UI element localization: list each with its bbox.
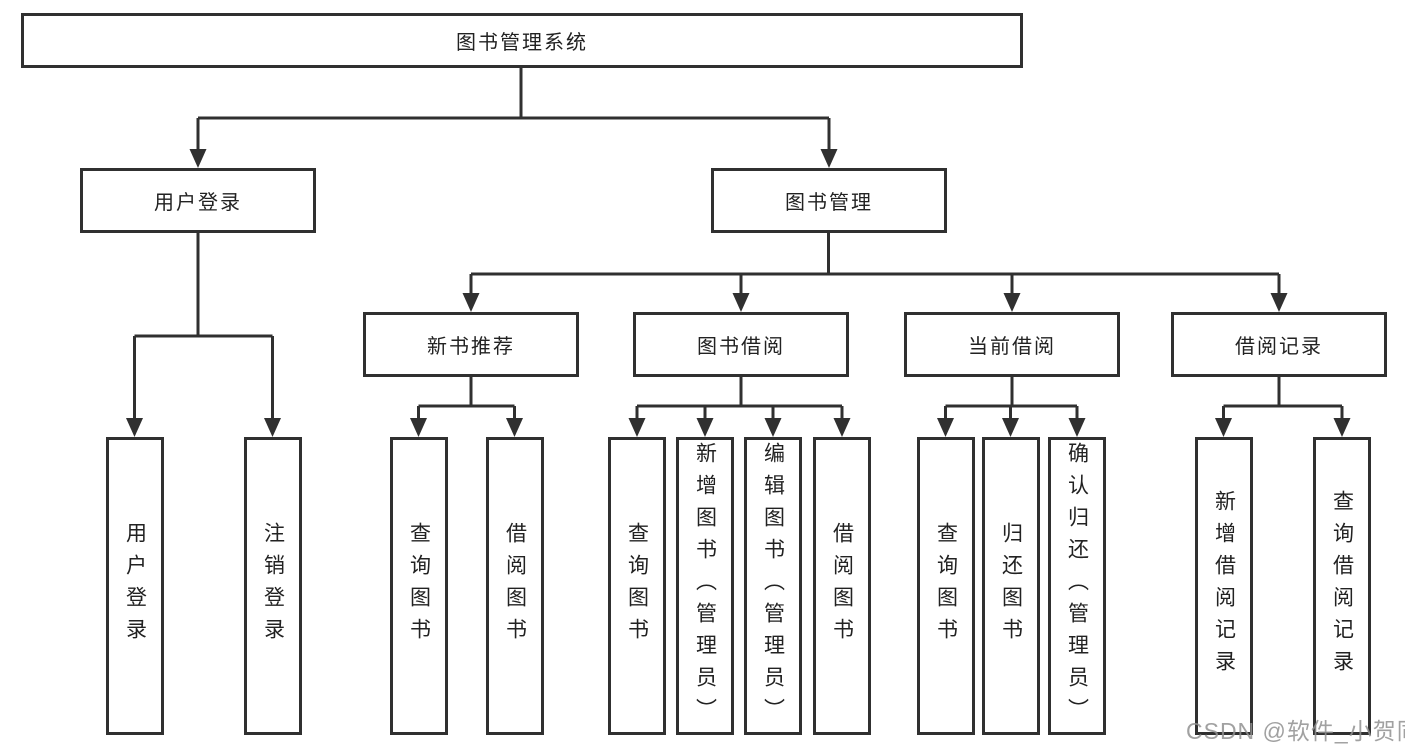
leaf-search-books-current: 查询图书 (917, 437, 975, 735)
leaf-label: 借阅图书 (503, 522, 527, 650)
node-label: 图书管理系统 (456, 32, 588, 54)
leaf-add-borrow-record: 新增借阅记录 (1195, 437, 1253, 735)
leaf-label: 查询借阅记录 (1330, 490, 1354, 682)
leaf-search-books-recommend: 查询图书 (390, 437, 448, 735)
leaf-logout: 注销登录 (244, 437, 302, 735)
leaf-borrow-books-recommend: 借阅图书 (486, 437, 544, 735)
leaf-label: 编辑图书（管理员） (761, 442, 785, 730)
node-borrowing-records: 借阅记录 (1171, 312, 1387, 377)
leaf-label: 借阅图书 (830, 522, 854, 650)
node-label: 当前借阅 (968, 336, 1056, 358)
node-new-book-recommend: 新书推荐 (363, 312, 579, 377)
leaf-label: 查询图书 (407, 522, 431, 650)
leaf-edit-books-admin: 编辑图书（管理员） (744, 437, 802, 735)
node-book-borrowing: 图书借阅 (633, 312, 849, 377)
node-label: 借阅记录 (1235, 336, 1323, 358)
leaf-label: 确认归还（管理员） (1065, 442, 1089, 730)
leaf-label: 查询图书 (625, 522, 649, 650)
leaf-label: 查询图书 (934, 522, 958, 650)
node-library-management-system: 图书管理系统 (21, 13, 1023, 68)
leaf-label: 新增图书（管理员） (693, 442, 717, 730)
leaf-label: 新增借阅记录 (1212, 490, 1236, 682)
node-current-borrowing: 当前借阅 (904, 312, 1120, 377)
leaf-search-books-borrowing: 查询图书 (608, 437, 666, 735)
leaf-return-books: 归还图书 (982, 437, 1040, 735)
node-book-management-module: 图书管理 (711, 168, 947, 233)
node-label: 图书管理 (785, 192, 873, 214)
node-label: 图书借阅 (697, 336, 785, 358)
leaf-add-books-admin: 新增图书（管理员） (676, 437, 734, 735)
leaf-search-borrow-record: 查询借阅记录 (1313, 437, 1371, 735)
csdn-watermark: CSDN @软件_小贺同学 (1186, 718, 1405, 744)
node-label: 新书推荐 (427, 336, 515, 358)
leaf-label: 归还图书 (999, 522, 1023, 650)
leaf-borrow-books: 借阅图书 (813, 437, 871, 735)
leaf-confirm-return-admin: 确认归还（管理员） (1048, 437, 1106, 735)
node-user-login-module: 用户登录 (80, 168, 316, 233)
leaf-label: 注销登录 (261, 522, 285, 650)
node-label: 用户登录 (154, 192, 242, 214)
leaf-user-login: 用户登录 (106, 437, 164, 735)
leaf-label: 用户登录 (123, 522, 147, 650)
